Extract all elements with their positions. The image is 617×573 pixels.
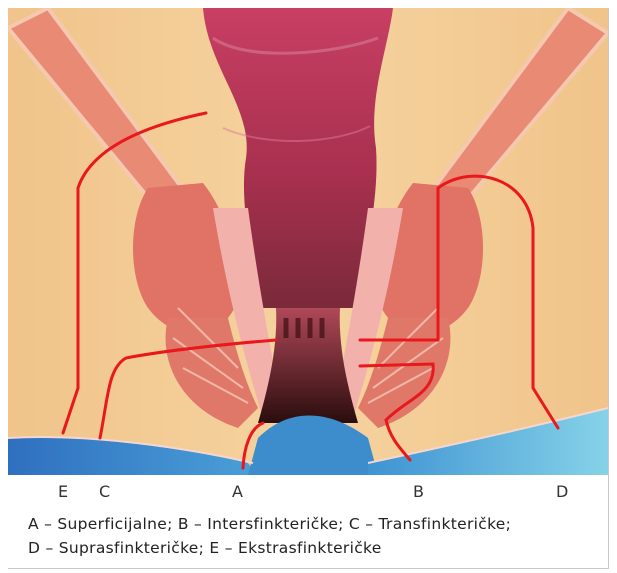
caption-line-2: D – Suprasfinkteričke; E – Ekstrasfinkte… [28, 536, 598, 560]
caption-line-1: A – Superficijalne; B – Intersfinkteričk… [28, 512, 598, 536]
label-B: B [413, 482, 424, 501]
label-A: A [232, 482, 243, 501]
anal-fistula-illustration [8, 8, 608, 475]
label-C: C [99, 482, 111, 501]
label-D: D [556, 482, 569, 501]
figure-caption: A – Superficijalne; B – Intersfinkteričk… [28, 512, 598, 560]
tract-letter-row: E C A B D [8, 478, 608, 508]
label-E: E [58, 482, 69, 501]
